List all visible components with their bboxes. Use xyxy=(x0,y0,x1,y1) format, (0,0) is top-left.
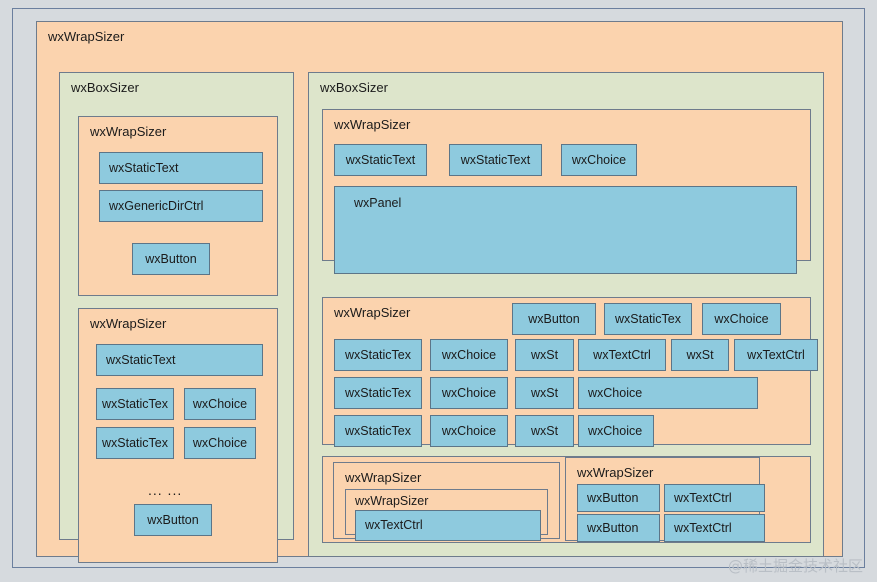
control-label: wxChoice xyxy=(571,152,627,167)
control-label: wxTextCtrl xyxy=(365,518,423,533)
right-grid-wrap-sizer-label: wxWrapSizer xyxy=(334,305,411,320)
control-label: wxSt xyxy=(686,347,714,362)
control-choice[interactable]: wxChoice xyxy=(561,144,637,176)
control-static-text[interactable]: wxStaticTex xyxy=(334,339,422,371)
left-box-sizer-label: wxBoxSizer xyxy=(71,80,139,95)
right-bottom-wrap-sizer: wxWrapSizer wxWrapSizer wxTextCtrl wxWra… xyxy=(322,456,811,543)
left-group-a-wrap-sizer: wxWrapSizer wxStaticText wxGenericDirCtr… xyxy=(78,116,278,296)
control-label: wxChoice xyxy=(192,435,248,450)
control-choice[interactable]: wxChoice xyxy=(578,415,654,447)
control-static-text[interactable]: wxStaticTex xyxy=(96,427,174,459)
control-choice[interactable]: wxChoice xyxy=(430,415,508,447)
left-group-a-label: wxWrapSizer xyxy=(90,124,167,139)
control-label: wxStaticText xyxy=(345,152,416,167)
control-label: wxStaticTex xyxy=(345,423,411,438)
control-label: wxStaticText xyxy=(106,352,176,367)
right-box-sizer-label: wxBoxSizer xyxy=(320,80,388,95)
control-label: wxSt xyxy=(530,423,559,438)
control-label: wxChoice xyxy=(441,423,497,438)
control-label: wxStaticTex xyxy=(345,347,411,362)
control-label: wxGenericDirCtrl xyxy=(109,198,204,213)
control-choice[interactable]: wxChoice xyxy=(430,339,508,371)
control-text-ctrl[interactable]: wxTextCtrl xyxy=(578,339,666,371)
control-label: wxChoice xyxy=(441,347,497,362)
control-button[interactable]: wxButton xyxy=(132,243,210,275)
watermark: @稀土掘金技术社区 xyxy=(727,557,863,575)
control-label: wxStaticTex xyxy=(615,311,681,326)
control-label: wxSt xyxy=(530,385,559,400)
control-button[interactable]: wxButton xyxy=(134,504,212,536)
ellipsis-marker: ... ... xyxy=(148,482,183,498)
control-choice[interactable]: wxChoice xyxy=(184,388,256,420)
control-label: wxButton xyxy=(528,311,580,326)
control-choice[interactable]: wxChoice xyxy=(702,303,781,335)
control-static-text[interactable]: wxStaticText xyxy=(99,152,263,184)
left-group-b-wrap-sizer: wxWrapSizer wxStaticText wxStaticTex wxC… xyxy=(78,308,278,563)
control-choice[interactable]: wxChoice xyxy=(430,377,508,409)
control-label: wxSt xyxy=(530,347,559,362)
root-wrap-sizer-label: wxWrapSizer xyxy=(48,29,125,44)
control-label: wxStaticText xyxy=(460,152,531,167)
control-label: wxTextCtrl xyxy=(593,347,651,362)
control-button[interactable]: wxButton xyxy=(577,514,660,542)
control-button[interactable]: wxButton xyxy=(577,484,660,512)
right-bottom-left-inner-wrap-sizer: wxWrapSizer wxTextCtrl xyxy=(345,489,548,541)
control-static-text[interactable]: wxStaticTex xyxy=(334,415,422,447)
control-text-ctrl[interactable]: wxTextCtrl xyxy=(664,514,765,542)
control-label: wxChoice xyxy=(588,423,643,438)
control-label: wxChoice xyxy=(441,385,497,400)
control-text-ctrl[interactable]: wxTextCtrl xyxy=(355,510,541,541)
right-bottom-right-label: wxWrapSizer xyxy=(577,465,654,480)
root-wrap-sizer: wxWrapSizer wxBoxSizer wxWrapSizer wxSta… xyxy=(36,21,843,563)
control-label: wxTextCtrl xyxy=(674,520,732,535)
control-label: wxButton xyxy=(587,520,639,535)
control-static-text-short[interactable]: wxSt xyxy=(515,415,574,447)
right-top-wrap-sizer-label: wxWrapSizer xyxy=(334,117,411,132)
control-static-text[interactable]: wxStaticTex xyxy=(96,388,174,420)
control-label: wxButton xyxy=(145,251,197,266)
control-label: wxStaticTex xyxy=(102,396,168,411)
control-label: wxChoice xyxy=(192,396,248,411)
control-label: wxButton xyxy=(147,512,199,527)
control-label: wxStaticText xyxy=(109,160,179,175)
control-generic-dir-ctrl[interactable]: wxGenericDirCtrl xyxy=(99,190,263,222)
control-label: wxStaticTex xyxy=(345,385,411,400)
control-label: wxChoice xyxy=(714,311,769,326)
control-label: wxTextCtrl xyxy=(674,490,732,505)
control-static-text[interactable]: wxStaticText xyxy=(96,344,263,376)
right-bottom-left-label: wxWrapSizer xyxy=(345,470,422,485)
left-group-b-label: wxWrapSizer xyxy=(90,316,167,331)
control-text-ctrl[interactable]: wxTextCtrl xyxy=(664,484,765,512)
control-label: wxTextCtrl xyxy=(747,347,805,362)
left-box-sizer: wxBoxSizer wxWrapSizer wxStaticText wxGe… xyxy=(59,72,294,563)
control-text-ctrl[interactable]: wxTextCtrl xyxy=(734,339,818,371)
control-static-text-short[interactable]: wxSt xyxy=(515,377,574,409)
control-static-text-short[interactable]: wxSt xyxy=(671,339,729,371)
right-bottom-left-inner-label: wxWrapSizer xyxy=(355,494,429,508)
control-label: wxChoice xyxy=(588,385,643,400)
right-bottom-right-wrap-sizer: wxWrapSizer wxButton wxTextCtrl wxButton… xyxy=(565,457,765,542)
right-bottom-left-wrap-sizer: wxWrapSizer wxWrapSizer wxTextCtrl xyxy=(333,462,560,541)
control-button[interactable]: wxButton xyxy=(512,303,596,335)
control-panel[interactable]: wxPanel xyxy=(334,186,797,274)
control-static-text[interactable]: wxStaticText xyxy=(334,144,427,176)
control-static-text-short[interactable]: wxSt xyxy=(515,339,574,371)
right-grid-wrap-sizer: wxWrapSizer wxButton wxStaticTex wxChoic… xyxy=(322,297,818,447)
right-top-wrap-sizer: wxWrapSizer wxStaticText wxStaticText wx… xyxy=(322,109,811,274)
control-static-text[interactable]: wxStaticTex xyxy=(604,303,692,335)
control-label: wxPanel xyxy=(354,196,402,210)
control-choice[interactable]: wxChoice xyxy=(184,427,256,459)
control-label: wxButton xyxy=(587,490,639,505)
outer-frame: wxWrapSizer wxBoxSizer wxWrapSizer wxSta… xyxy=(12,8,865,568)
control-label: wxStaticTex xyxy=(102,435,168,450)
control-static-text[interactable]: wxStaticTex xyxy=(334,377,422,409)
right-box-sizer: wxBoxSizer wxWrapSizer wxStaticText wxSt… xyxy=(308,72,824,557)
control-choice-wide[interactable]: wxChoice xyxy=(578,377,758,409)
control-static-text[interactable]: wxStaticText xyxy=(449,144,542,176)
